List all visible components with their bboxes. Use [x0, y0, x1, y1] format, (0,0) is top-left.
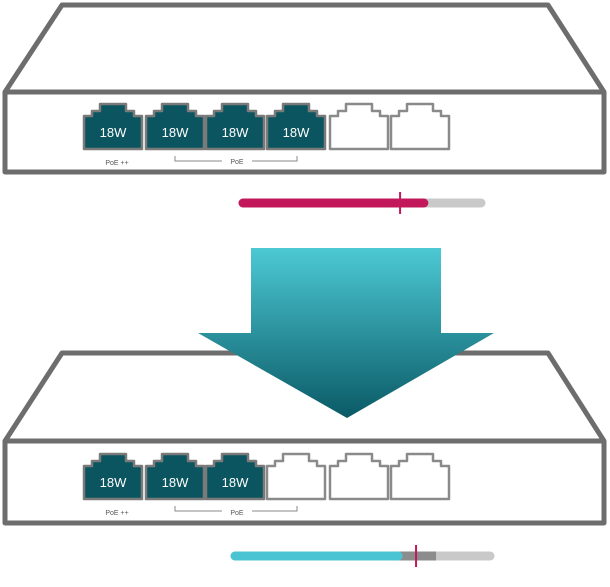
ethernet-port-icon — [204, 452, 266, 501]
ethernet-port-icon — [389, 452, 451, 501]
ethernet-port-icon — [328, 452, 390, 501]
switch-after-ports: 18W 18W 18W — [82, 452, 451, 501]
ethernet-port-icon — [265, 452, 327, 501]
port-power-label: 18W — [283, 125, 310, 140]
poe-plus-label: PoE ++ — [105, 510, 128, 517]
switch-before: 18W 18W 18W 18W PoE ++ PoE — [2, 2, 607, 175]
port-power-label: 18W — [100, 475, 127, 490]
switch-before-ports: 18W 18W 18W 18W — [82, 102, 451, 151]
ethernet-port-icon — [265, 102, 327, 151]
ethernet-port-icon — [144, 452, 206, 501]
port-power-label: 18W — [222, 475, 249, 490]
poe-plus-label: PoE ++ — [105, 160, 128, 167]
poe-label: PoE — [230, 159, 244, 166]
ethernet-port-icon — [144, 102, 206, 151]
power-bar-before — [238, 192, 486, 214]
ethernet-port-icon — [204, 102, 266, 151]
power-bar-after — [230, 545, 495, 567]
ethernet-port-icon — [389, 102, 451, 151]
ethernet-port-icon — [328, 102, 390, 151]
ethernet-port-icon — [82, 452, 144, 501]
port-power-label: 18W — [100, 125, 127, 140]
arrow-down-icon — [198, 248, 494, 418]
port-power-label: 18W — [162, 125, 189, 140]
port-power-label: 18W — [162, 475, 189, 490]
poe-label: PoE — [230, 510, 244, 517]
port-power-label: 18W — [222, 125, 249, 140]
ethernet-port-icon — [82, 102, 144, 151]
switch-after: 18W 18W 18W PoE ++ PoE — [2, 350, 607, 526]
